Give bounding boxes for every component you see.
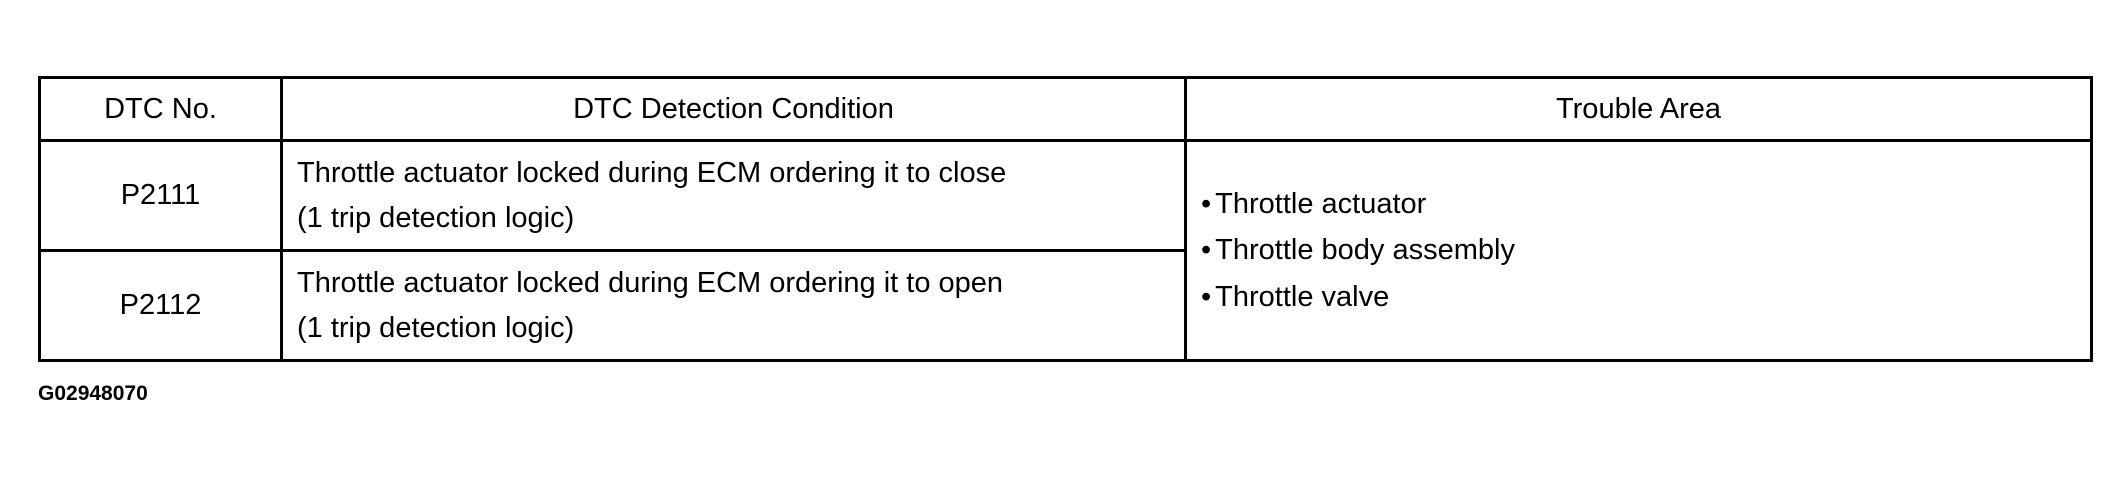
detection-condition: Throttle actuator locked during ECM orde… <box>280 249 1187 362</box>
bullet-icon: • <box>1201 187 1212 220</box>
detection-condition: Throttle actuator locked during ECM orde… <box>280 139 1187 252</box>
list-item: •Throttle valve <box>1201 274 2090 320</box>
table-row: P2112 Throttle actuator locked during EC… <box>38 249 2092 362</box>
trouble-area-item: Throttle body assembly <box>1215 234 1515 267</box>
header-dtc-no: DTC No. <box>38 76 283 142</box>
detection-logic-note: (1 trip detection logic) <box>297 201 575 234</box>
condition-text: Throttle actuator locked during ECM orde… <box>297 156 1007 189</box>
dtc-table: DTC No. DTC Detection Condition Trouble … <box>38 76 2093 362</box>
trouble-area-list: •Throttle actuator •Throttle body assemb… <box>1201 181 2090 320</box>
dtc-code: P2111 <box>38 139 283 252</box>
condition-text: Throttle actuator locked during ECM orde… <box>297 266 1004 299</box>
detection-logic-note: (1 trip detection logic) <box>297 311 575 344</box>
list-item: •Throttle actuator <box>1201 181 2090 227</box>
bullet-icon: • <box>1201 280 1212 313</box>
trouble-area-item: Throttle valve <box>1215 280 1390 313</box>
dtc-code: P2112 <box>38 249 283 362</box>
table-header-row: DTC No. DTC Detection Condition Trouble … <box>38 76 2093 142</box>
bullet-icon: • <box>1201 234 1212 267</box>
figure-id: G02948070 <box>38 382 148 405</box>
table-row: P2111 Throttle actuator locked during EC… <box>38 139 2093 362</box>
trouble-area-cell: •Throttle actuator •Throttle body assemb… <box>1184 139 2093 362</box>
list-item: •Throttle body assembly <box>1201 227 2090 273</box>
header-trouble-area: Trouble Area <box>1184 76 2093 142</box>
trouble-area-item: Throttle actuator <box>1215 187 1427 220</box>
header-detection-condition: DTC Detection Condition <box>280 76 1187 142</box>
